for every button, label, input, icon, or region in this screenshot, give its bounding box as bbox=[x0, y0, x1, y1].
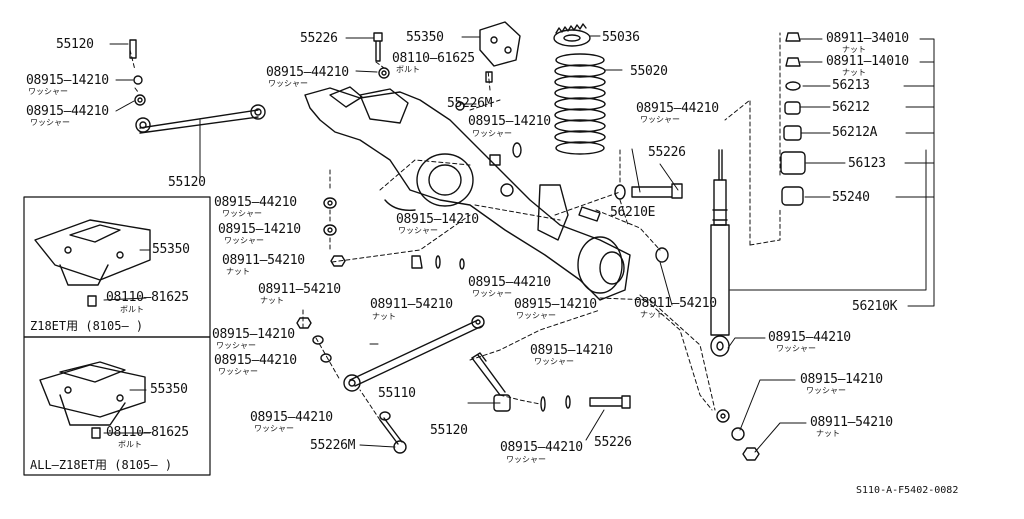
part-number: 08915—44210 bbox=[468, 275, 551, 290]
part-number: 08915—14210 bbox=[218, 222, 301, 237]
dashed-guides bbox=[129, 32, 781, 421]
part-number: 08915—44210 bbox=[266, 65, 349, 80]
nut-note: ナット bbox=[842, 45, 866, 54]
part-number: 55020 bbox=[630, 64, 668, 79]
part-number: 08915—14210 bbox=[530, 343, 613, 358]
washer-note: ワッシャー bbox=[506, 455, 546, 464]
part-number: 08915—14210 bbox=[468, 114, 551, 129]
part-number: 08915—44210 bbox=[214, 195, 297, 210]
part-number: 08915—14210 bbox=[800, 372, 883, 387]
nut-note: ナット bbox=[372, 312, 396, 321]
part-number: 08911—14010 bbox=[826, 54, 909, 69]
part-number: 55120 bbox=[168, 175, 206, 190]
washer-note: ワッシャー bbox=[776, 344, 816, 353]
washer-note: ワッシャー bbox=[218, 367, 258, 376]
washer-note: ワッシャー bbox=[806, 386, 846, 395]
part-number: 08915—14210 bbox=[514, 297, 597, 312]
part-number: 56210K bbox=[852, 299, 898, 314]
washer-note: ワッシャー bbox=[224, 236, 264, 245]
part-number: 08915—44210 bbox=[636, 101, 719, 116]
part-number: 55240 bbox=[832, 190, 870, 205]
coil-spring bbox=[554, 53, 606, 155]
part-number: 08911—54210 bbox=[810, 415, 893, 430]
bolt-note: ボルト bbox=[120, 305, 144, 314]
part-number: 55110 bbox=[378, 386, 416, 401]
part-number: 08911—54210 bbox=[634, 296, 717, 311]
inset-bracket-2 bbox=[39, 361, 146, 439]
nut-note: ナット bbox=[226, 267, 250, 276]
part-number: 55226M bbox=[310, 438, 356, 453]
part-number: 55226 bbox=[594, 435, 632, 450]
axle-housing bbox=[304, 86, 631, 301]
part-number: 56213 bbox=[832, 78, 870, 93]
part-number: 55226 bbox=[300, 31, 338, 46]
part-number: 08915—44210 bbox=[26, 104, 109, 119]
washer-note: ワッシャー bbox=[268, 79, 308, 88]
washer-note: ワッシャー bbox=[28, 87, 68, 96]
washer-note: ワッシャー bbox=[254, 424, 294, 433]
washer-note: ワッシャー bbox=[30, 118, 70, 127]
part-number: 08911—34010 bbox=[826, 31, 909, 46]
drawing-code: S110-A-F5402-0082 bbox=[856, 485, 959, 496]
inset-bracket-1 bbox=[34, 219, 151, 307]
washer-note: ワッシャー bbox=[398, 226, 438, 235]
shock-absorber bbox=[710, 149, 730, 357]
washer-note: ワッシャー bbox=[222, 209, 262, 218]
part-number: 55036 bbox=[602, 30, 640, 45]
lower-link bbox=[471, 352, 511, 412]
part-number: 56212A bbox=[832, 125, 878, 140]
bolt-top bbox=[373, 32, 390, 79]
part-number: 08911—54210 bbox=[258, 282, 341, 297]
washer-note: ワッシャー bbox=[534, 357, 574, 366]
inset-frames bbox=[23, 196, 211, 476]
nut-note: ナット bbox=[842, 68, 866, 77]
washer-note: ワッシャー bbox=[516, 311, 556, 320]
part-number: 08110—61625 bbox=[392, 51, 475, 66]
part-number: 08915—14210 bbox=[212, 327, 295, 342]
bolt-lower bbox=[540, 395, 631, 412]
washer-note: ワッシャー bbox=[472, 129, 512, 138]
part-number: 55226M bbox=[447, 96, 493, 111]
washer-note: ワッシャー bbox=[472, 289, 512, 298]
part-number: 08110—81625 bbox=[106, 290, 189, 305]
bolt-note: ボルト bbox=[396, 65, 420, 74]
bolt-note: ボルト bbox=[118, 440, 142, 449]
nut-note: ナット bbox=[640, 310, 664, 319]
washer-note: ワッシャー bbox=[216, 341, 256, 350]
spring-seat bbox=[553, 23, 591, 47]
part-number: 08911—54210 bbox=[370, 297, 453, 312]
bolt-55226m-lower bbox=[379, 417, 407, 454]
mount-stack bbox=[780, 32, 806, 206]
washers-and-nuts bbox=[296, 101, 760, 461]
part-number: 56210E bbox=[610, 205, 656, 220]
inset-caption-top: Z18ET用 (8105— ) bbox=[30, 319, 144, 333]
part-number: 08915—44210 bbox=[214, 353, 297, 368]
part-number: 55350 bbox=[152, 242, 190, 257]
part-number: 56123 bbox=[848, 156, 886, 171]
part-number: 08911—54210 bbox=[222, 253, 305, 268]
part-number: 08915—44210 bbox=[500, 440, 583, 455]
part-number: 55120 bbox=[430, 423, 468, 438]
lower-rod bbox=[343, 315, 485, 392]
part-number: 55120 bbox=[56, 37, 94, 52]
nut-note: ナット bbox=[816, 429, 840, 438]
lateral-rod-upper bbox=[129, 39, 266, 134]
part-number: 08915—44210 bbox=[768, 330, 851, 345]
part-number: 55226 bbox=[648, 145, 686, 160]
washer-note: ワッシャー bbox=[640, 115, 680, 124]
part-number: 08915—14210 bbox=[26, 73, 109, 88]
part-number: 08110—81625 bbox=[106, 425, 189, 440]
inset-caption-bottom: ALL—Z18ET用 (8105— ) bbox=[30, 458, 173, 472]
part-number: 55350 bbox=[150, 382, 188, 397]
part-number: 08915—14210 bbox=[396, 212, 479, 227]
nut-note: ナット bbox=[260, 296, 284, 305]
leader-lines bbox=[103, 35, 935, 453]
part-number: 08915—44210 bbox=[250, 410, 333, 425]
part-number: 56212 bbox=[832, 100, 870, 115]
part-number: 55350 bbox=[406, 30, 444, 45]
bracket-top bbox=[479, 21, 521, 83]
